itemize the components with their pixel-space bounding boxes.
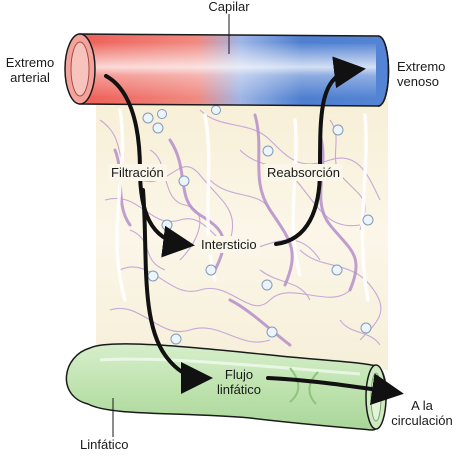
filtration-label: Filtración xyxy=(108,164,167,181)
arterial-end-label: Extremo arterial xyxy=(5,55,55,85)
interstitium-label: Intersticio xyxy=(198,236,260,253)
to-circulation-label: A la circulación xyxy=(391,398,453,428)
lymph-entry-arrow xyxy=(141,188,213,394)
reabsorption-label: Reabsorción xyxy=(264,164,343,181)
capillary-label: Capilar xyxy=(208,0,250,14)
lymph-flow-label: Flujo linfático xyxy=(216,367,262,397)
white-fibers xyxy=(115,108,370,302)
lymphatic-valve xyxy=(289,367,319,405)
capillary-vessel xyxy=(64,33,390,107)
lymphatic-label: Linfático xyxy=(80,437,129,452)
venous-end-label: Extremo venoso xyxy=(397,59,446,89)
fluid-droplets xyxy=(142,105,374,345)
to-circulation-arrow xyxy=(266,373,404,406)
